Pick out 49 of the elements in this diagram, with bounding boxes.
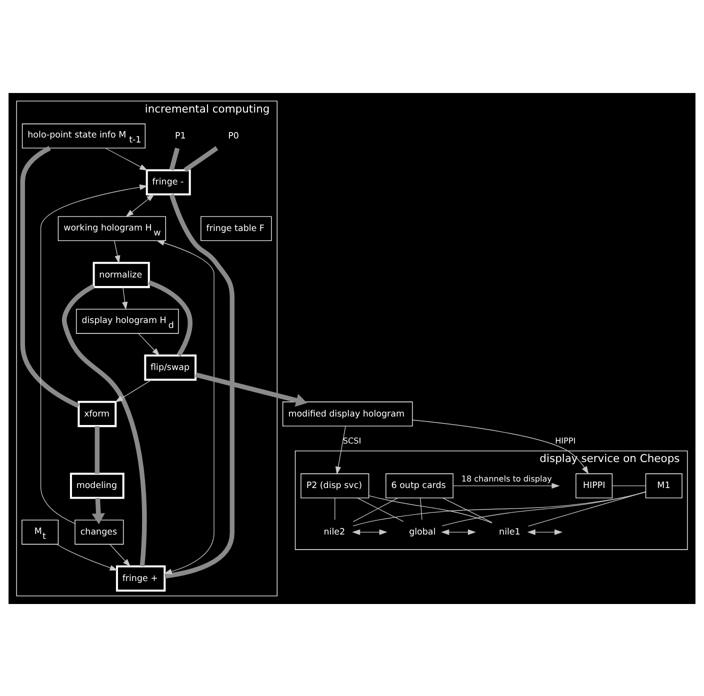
connector	[334, 497, 336, 520]
connector	[442, 491, 646, 526]
arrow	[195, 372, 307, 406]
node-box: normalize	[92, 261, 150, 288]
arrow	[92, 497, 106, 524]
arrow	[335, 425, 346, 474]
node-box: fringe table F	[200, 216, 272, 241]
node-box: modified display hologram	[282, 401, 413, 426]
connector	[62, 284, 147, 566]
node-text: nile1	[499, 526, 520, 537]
connector	[420, 497, 422, 520]
node-box: xform	[78, 400, 117, 427]
node-box: fringe -	[146, 168, 191, 195]
node-box: changes	[74, 519, 124, 544]
node-text: nile2	[324, 526, 346, 537]
node-box: M1	[645, 472, 682, 498]
connector	[184, 146, 218, 172]
connector	[442, 497, 492, 522]
arrow	[40, 184, 148, 524]
node-box: modeling	[70, 472, 124, 498]
connector	[368, 494, 492, 523]
arrow	[110, 544, 131, 566]
arrow	[156, 240, 214, 574]
arrow	[126, 193, 155, 217]
connector	[20, 146, 80, 408]
node-text: P1	[175, 130, 186, 141]
arrow	[138, 332, 160, 356]
node-box: HIPPI	[576, 472, 613, 498]
arrow	[114, 378, 152, 402]
arrow	[122, 286, 128, 310]
arrow	[412, 419, 589, 474]
node-text: P0	[228, 130, 239, 141]
node-box: 6 outp cards	[386, 472, 454, 498]
connector	[356, 497, 404, 522]
connector	[94, 426, 100, 474]
connector	[612, 484, 646, 486]
connector	[164, 193, 234, 578]
arrow	[56, 544, 118, 570]
arrow	[104, 147, 148, 170]
arrow	[114, 240, 120, 264]
node-text: global	[409, 526, 436, 537]
connector	[148, 280, 192, 356]
node-box: P2 (disp svc)	[300, 472, 370, 498]
connector	[352, 497, 398, 522]
connector	[352, 491, 646, 526]
node-box: flip/swap	[144, 354, 197, 380]
connector	[169, 147, 180, 170]
node-box: fringe +	[116, 564, 166, 592]
connector	[528, 491, 646, 526]
